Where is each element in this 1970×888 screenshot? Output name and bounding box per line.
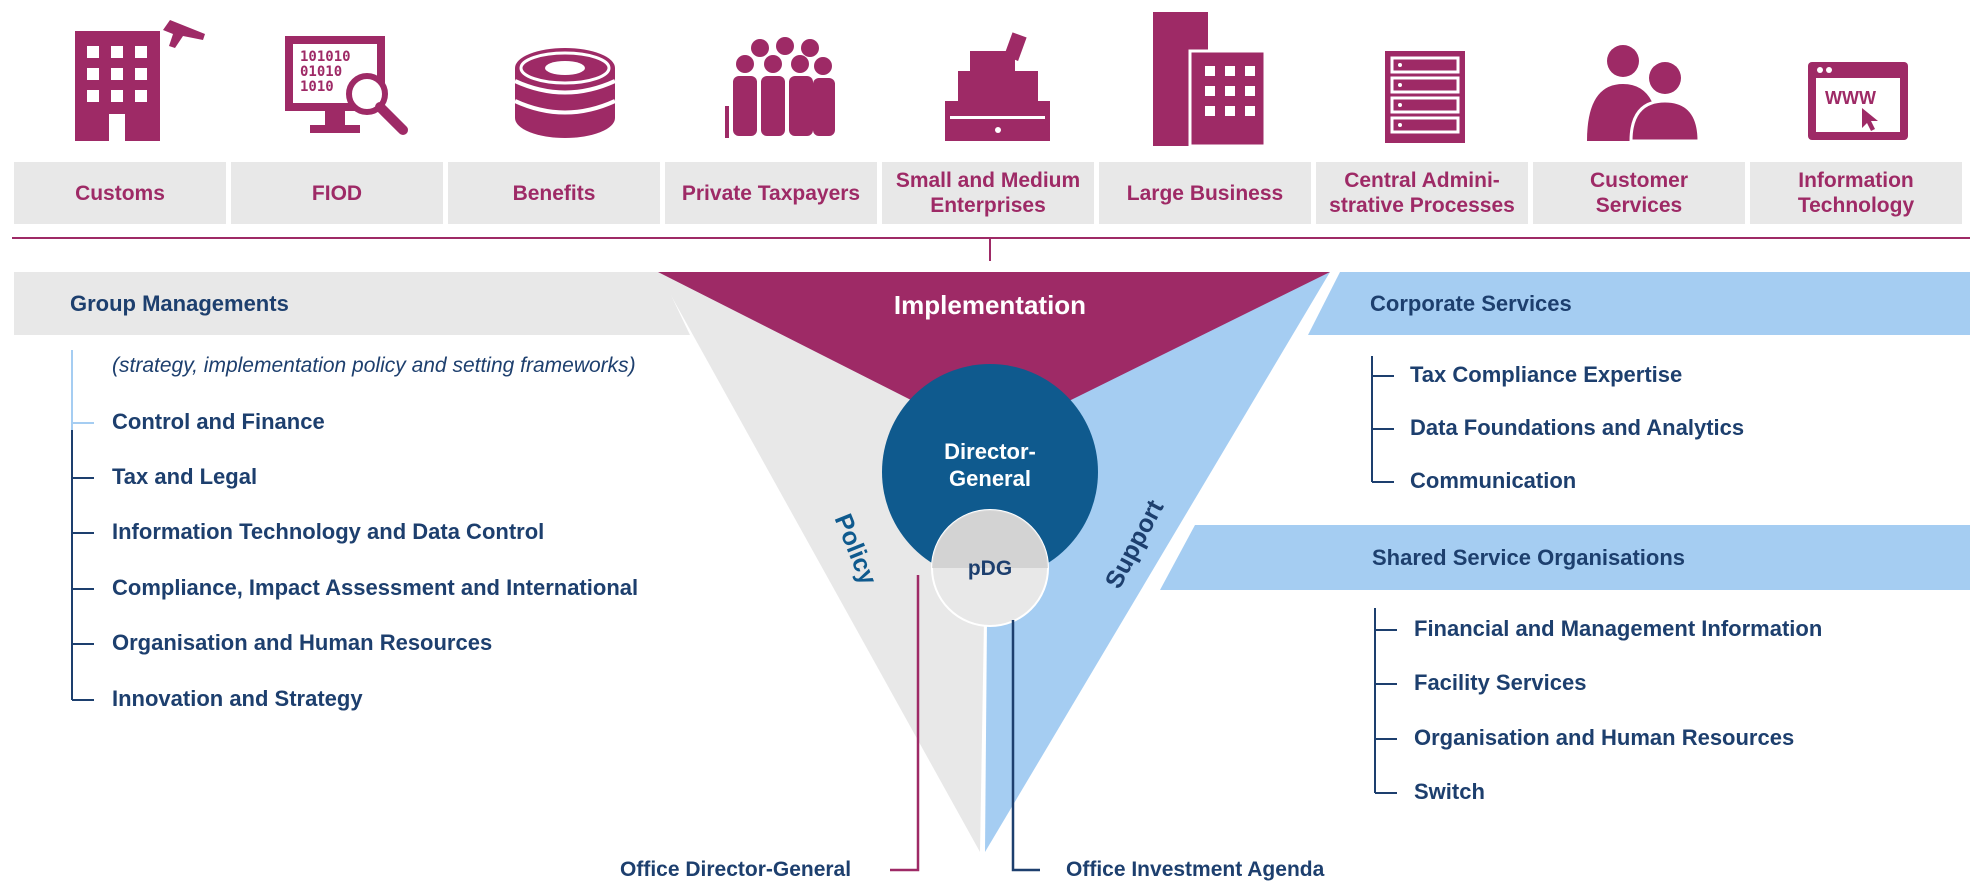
division-benefits: Benefits	[448, 162, 660, 224]
cash-register-icon	[920, 6, 1070, 146]
division-large-business: Large Business	[1099, 162, 1311, 224]
division-central-administrative-processes: Central Admini- strative Processes	[1316, 162, 1528, 224]
group-managements-banner	[14, 272, 690, 335]
skyscrapers-icon	[1135, 6, 1285, 148]
divisions-divider-line	[12, 237, 1970, 239]
group-managements-note: (strategy, implementation policy and set…	[112, 354, 636, 377]
people-group-icon	[705, 6, 855, 146]
office-investment-connector	[1011, 620, 1040, 872]
corporate-services-tree	[1371, 356, 1394, 483]
division-sme: Small and Medium Enterprises	[882, 162, 1094, 224]
implementation-label: Implementation	[893, 290, 1087, 320]
director-general-circle	[882, 364, 1098, 580]
cs-item: Data Foundations and Analytics	[1410, 415, 1745, 440]
sso-item: Switch	[1414, 779, 1485, 804]
svg-text:WWW: WWW	[1825, 88, 1876, 108]
implementation-wedge	[658, 272, 1330, 440]
shared-services-banner	[1160, 525, 1970, 590]
sso-item: Organisation and Human Resources	[1414, 725, 1795, 750]
corporate-services-banner	[1308, 272, 1970, 335]
gm-item: Compliance, Impact Assessment and Intern…	[112, 575, 639, 600]
group-managements-title: Group Managements	[70, 291, 289, 316]
shared-services-title: Shared Service Organisations	[1372, 545, 1686, 570]
binary-magnifier-icon: 101010 01010 1010	[275, 6, 425, 146]
division-private-taxpayers: Private Taxpayers	[665, 162, 877, 224]
office-director-general-label: Office Director-General	[620, 858, 852, 881]
conversation-people-icon	[1565, 6, 1715, 146]
division-customs: Customs	[14, 162, 226, 224]
implementation-connector	[989, 239, 991, 261]
web-browser-icon: WWW	[1780, 6, 1930, 146]
shared-services-tree	[1374, 608, 1397, 794]
gm-item: Information Technology and Data Control	[112, 519, 545, 544]
division-information-technology: Information Technology	[1750, 162, 1962, 224]
svg-text:01010: 01010	[300, 64, 342, 80]
cs-item: Communication	[1410, 468, 1577, 493]
sso-item: Facility Services	[1414, 670, 1587, 695]
gm-item: Tax and Legal	[112, 464, 258, 489]
director-general-label: Director- General	[944, 439, 1036, 491]
corporate-services-title: Corporate Services	[1370, 291, 1572, 316]
server-rack-icon	[1350, 6, 1500, 146]
svg-text:101010: 101010	[300, 49, 351, 65]
division-customer-services: Customer Services	[1533, 162, 1745, 224]
sso-item: Financial and Management Information	[1414, 616, 1823, 641]
coin-stack-icon	[490, 6, 640, 146]
office-dg-connector	[890, 575, 920, 872]
office-investment-agenda-label: Office Investment Agenda	[1066, 858, 1325, 881]
gm-item: Innovation and Strategy	[112, 686, 363, 711]
pdg-label: pDG	[967, 557, 1013, 580]
division-fiod: FIOD	[231, 162, 443, 224]
office-building-plane-icon	[55, 6, 205, 146]
cs-item: Tax Compliance Expertise	[1410, 362, 1683, 387]
svg-text:1010: 1010	[300, 79, 334, 95]
gm-item: Organisation and Human Resources	[112, 630, 493, 655]
gm-item: Control and Finance	[112, 409, 325, 434]
